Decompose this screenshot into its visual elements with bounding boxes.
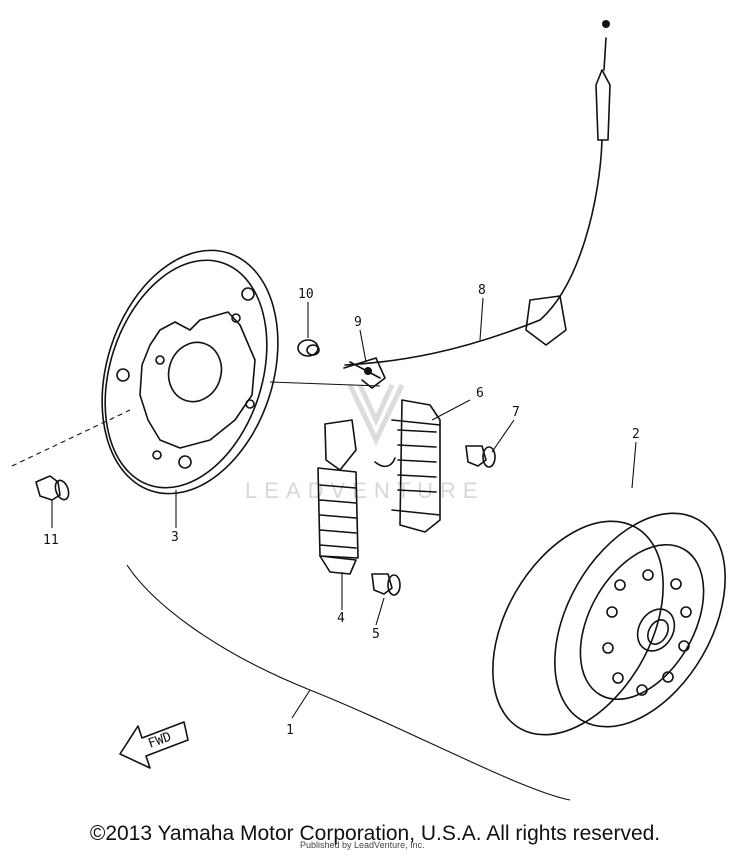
source-coil-6 bbox=[374, 399, 441, 533]
callouts: 1 2 3 4 5 6 7 8 9 10 11 bbox=[43, 283, 640, 738]
screw-7 bbox=[465, 445, 496, 468]
callout-2: 2 bbox=[632, 427, 640, 442]
lead-wire bbox=[344, 20, 611, 379]
callout-10: 10 bbox=[298, 287, 314, 302]
callout-3: 3 bbox=[171, 530, 179, 545]
flywheel-rotor bbox=[492, 512, 726, 736]
callout-7: 7 bbox=[512, 405, 520, 420]
stator-base-plate bbox=[101, 249, 279, 495]
watermark-small-text: Published by LeadVenture, Inc. bbox=[300, 840, 425, 850]
callout-8: 8 bbox=[478, 283, 486, 298]
callout-6: 6 bbox=[476, 386, 484, 401]
fwd-arrow: FWD bbox=[119, 721, 189, 769]
screw-11 bbox=[35, 475, 70, 501]
callout-4: 4 bbox=[337, 611, 345, 626]
assembly-lines bbox=[11, 381, 571, 801]
watermark: LEADVENTURE bbox=[245, 383, 485, 503]
callout-9: 9 bbox=[354, 315, 362, 330]
callout-5: 5 bbox=[372, 627, 380, 642]
nut-10 bbox=[297, 339, 320, 357]
charge-coil-4 bbox=[317, 419, 359, 575]
callout-11: 11 bbox=[43, 533, 59, 548]
copyright-notice: ©2013 Yamaha Motor Corporation, U.S.A. A… bbox=[89, 822, 661, 845]
watermark-text: LEADVENTURE bbox=[245, 478, 485, 503]
callout-leaders bbox=[51, 297, 637, 719]
screw-5 bbox=[371, 573, 401, 596]
fwd-label: FWD bbox=[146, 730, 173, 752]
callout-1: 1 bbox=[286, 723, 294, 738]
